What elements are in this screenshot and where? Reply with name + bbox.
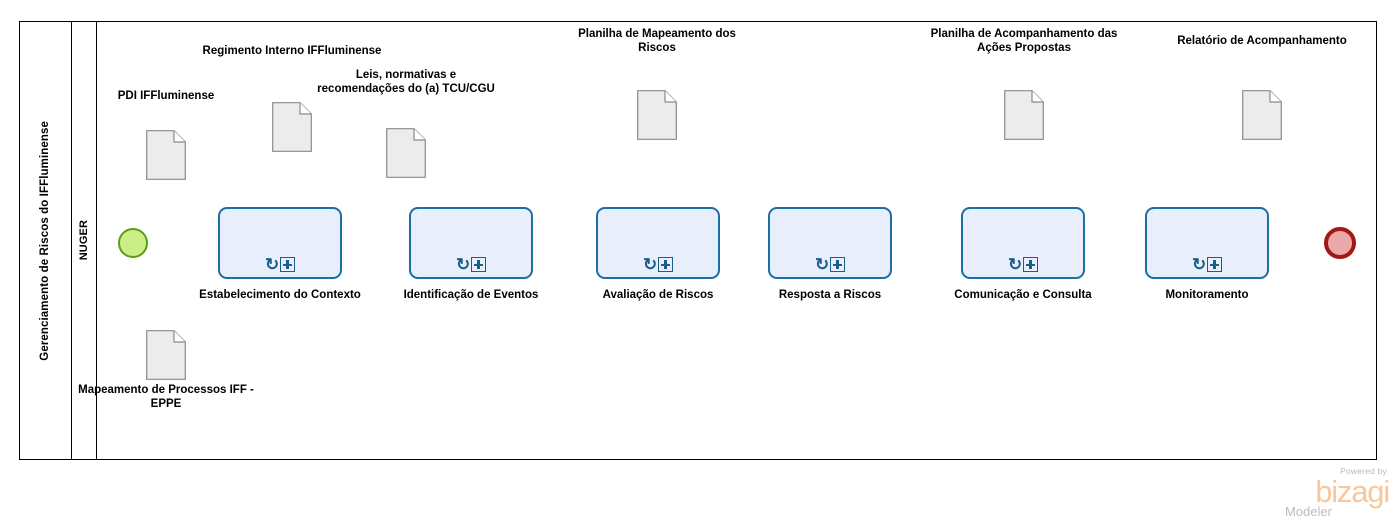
document-regimento[interactable]: [272, 102, 312, 152]
bizagi-logo: Powered by bizagi Modeler: [1283, 466, 1390, 520]
task-markers: ↺: [220, 255, 340, 274]
document-icon: [272, 102, 312, 152]
document-icon: [386, 128, 426, 178]
loop-marker-icon: ↺: [264, 255, 280, 274]
task-markers: ↺: [598, 255, 718, 274]
end-event[interactable]: [1324, 227, 1356, 259]
task-monitoramento[interactable]: ↺: [1145, 207, 1269, 279]
loop-marker-icon: ↺: [455, 255, 471, 274]
task-markers: ↺: [411, 255, 531, 274]
document-label-relatorio: Relatório de Acompanhamento: [1177, 35, 1347, 47]
document-label-pdi: PDI IFFluminense: [117, 90, 215, 102]
document-planilha-acompanhamento[interactable]: [1004, 90, 1044, 140]
document-pdi[interactable]: [146, 130, 186, 180]
loop-marker-icon: ↺: [814, 255, 830, 274]
subprocess-marker-icon: [658, 257, 674, 272]
subprocess-marker-icon: [280, 257, 296, 272]
logo-brand-text: bizagi: [1315, 474, 1390, 509]
task-label-estabelecimento: Estabelecimento do Contexto: [199, 289, 361, 301]
document-label-regimento: Regimento Interno IFFluminense: [202, 45, 382, 57]
loop-marker-icon: ↺: [642, 255, 658, 274]
logo-product-text: Modeler: [1285, 504, 1332, 519]
document-planilha-mapeamento[interactable]: [637, 90, 677, 140]
document-leis[interactable]: [386, 128, 426, 178]
pool-label: Gerenciamento de Riscos do IFFluminense: [39, 120, 51, 361]
document-label-planilha-mapeamento: Planilha de Mapeamento dos Riscos: [578, 28, 736, 54]
task-identificacao-de-eventos[interactable]: ↺: [409, 207, 533, 279]
task-label-resposta: Resposta a Riscos: [778, 289, 882, 301]
lane-label: NUGER: [78, 220, 90, 261]
task-label-comunicacao: Comunicação e Consulta: [954, 289, 1092, 301]
task-markers: ↺: [770, 255, 890, 274]
task-label-monitoramento: Monitoramento: [1165, 289, 1249, 301]
loop-marker-icon: ↺: [1191, 255, 1207, 274]
task-avaliacao-de-riscos[interactable]: ↺: [596, 207, 720, 279]
document-label-mapeamento-processos: Mapeamento de Processos IFF - EPPE: [78, 384, 254, 410]
subprocess-marker-icon: [471, 257, 487, 272]
pool-header[interactable]: Gerenciamento de Riscos do IFFluminense: [19, 21, 72, 460]
task-comunicacao-e-consulta[interactable]: ↺: [961, 207, 1085, 279]
task-label-avaliacao: Avaliação de Riscos: [602, 289, 714, 301]
document-relatorio[interactable]: [1242, 90, 1282, 140]
document-label-planilha-acompanhamento: Planilha de Acompanhamento das Ações Pro…: [930, 28, 1118, 54]
task-markers: ↺: [1147, 255, 1267, 274]
subprocess-marker-icon: [830, 257, 846, 272]
loop-marker-icon: ↺: [1007, 255, 1023, 274]
start-event[interactable]: [118, 228, 148, 258]
document-icon: [1242, 90, 1282, 140]
task-markers: ↺: [963, 255, 1083, 274]
document-mapeamento-processos[interactable]: [146, 330, 186, 380]
subprocess-marker-icon: [1207, 257, 1223, 272]
lane-header[interactable]: NUGER: [72, 21, 97, 460]
document-label-leis: Leis, normativas e recomendações do (a) …: [317, 69, 495, 95]
task-resposta-a-riscos[interactable]: ↺: [768, 207, 892, 279]
task-estabelecimento-do-contexto[interactable]: ↺: [218, 207, 342, 279]
document-icon: [146, 130, 186, 180]
logo-powered-by-text: Powered by: [1340, 466, 1387, 476]
document-icon: [146, 330, 186, 380]
document-icon: [1004, 90, 1044, 140]
subprocess-marker-icon: [1023, 257, 1039, 272]
task-label-identificacao: Identificação de Eventos: [403, 289, 539, 301]
document-icon: [637, 90, 677, 140]
